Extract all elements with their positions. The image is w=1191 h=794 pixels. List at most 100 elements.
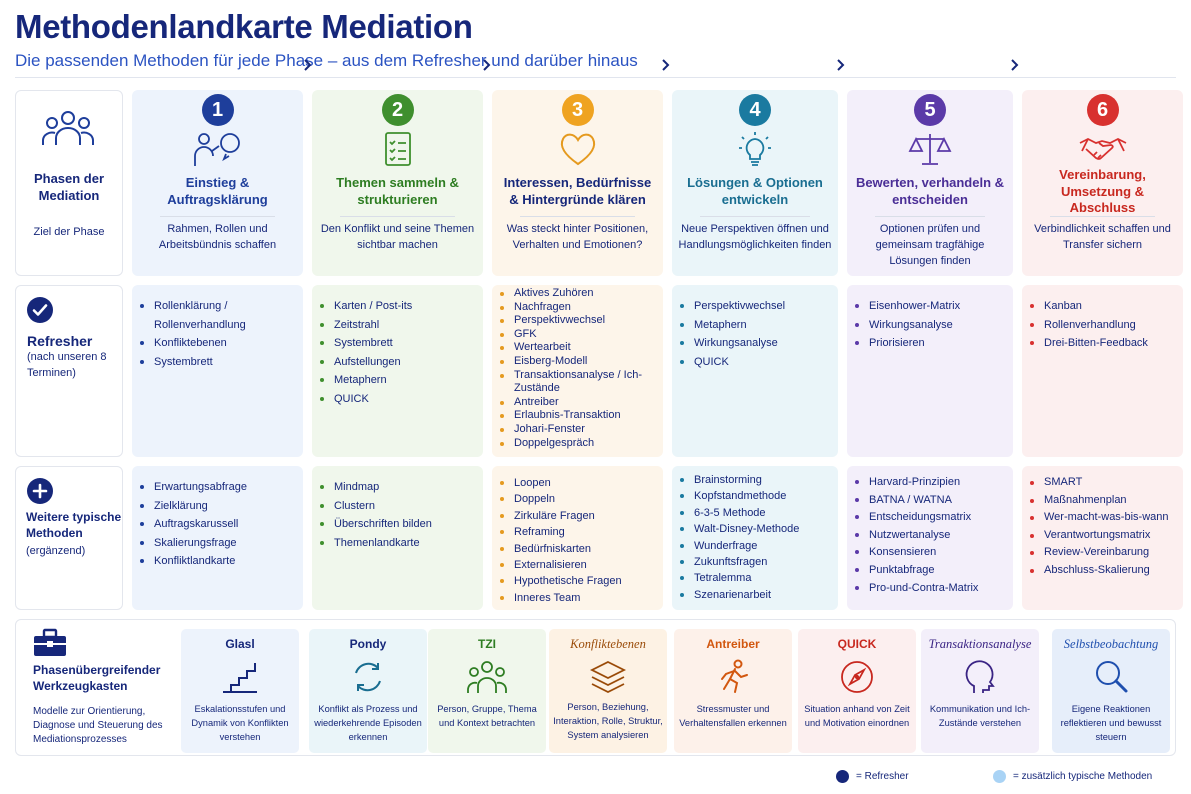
list-item: Zeitstrahl xyxy=(320,316,477,335)
phase-5-number: 5 xyxy=(914,94,946,126)
phase-6-more: SMART Maßnahmenplan Wer-macht-was-bis-wa… xyxy=(1022,466,1183,610)
phase-2-refresher: Karten / Post-its Zeitstrahl Systembrett… xyxy=(312,285,483,457)
list-item: Transaktionsanalyse / Ich-Zustände xyxy=(500,369,657,396)
phase-3-goal: Was steckt hinter Positionen, Verhalten … xyxy=(506,223,649,251)
stairs-icon xyxy=(223,663,257,693)
tool-name: Konfliktebenen xyxy=(570,637,646,651)
list-item: Doppeln xyxy=(500,491,657,507)
phase-5-name: Bewerten, verhandeln & entscheiden xyxy=(855,175,1005,207)
phase-4-number: 4 xyxy=(739,94,771,126)
tool-card-selbstbeobachtung: Selbstbeobachtung Eigene Reaktionen refl… xyxy=(1052,629,1170,753)
list-item: Clustern xyxy=(320,497,477,516)
list-item: Konfliktlandkarte xyxy=(140,552,297,571)
tool-card-pondy: Pondy Konflikt als Prozess und wiederkeh… xyxy=(309,629,427,753)
list-item: Wunderfrage xyxy=(680,538,832,554)
tool-name: Antreiber xyxy=(706,637,760,651)
tool-card-tzi: TZI Person, Gruppe, Thema und Kontext be… xyxy=(428,629,546,753)
list-item: Erwartungsabfrage xyxy=(140,478,297,497)
list-item: Szenarienarbeit xyxy=(680,587,832,603)
list-item: Rollenklärung / Rollenverhandlung xyxy=(140,297,297,334)
header-divider xyxy=(15,77,1176,78)
page-subtitle: Die passenden Methoden für jede Phase – … xyxy=(15,51,638,70)
phase-4-refresher: Perspektivwechsel Metaphern Wirkungsanal… xyxy=(672,285,838,457)
list-item: BATNA / WATNA xyxy=(855,492,1007,510)
list-item: Entscheidungsmatrix xyxy=(855,509,1007,527)
runner-icon xyxy=(721,659,748,693)
phase-2-name: Themen sammeln & strukturieren xyxy=(336,175,459,207)
magnifier-icon xyxy=(1096,661,1128,693)
tool-card-konfliktebenen: Konfliktebenen Person, Beziehung, Intera… xyxy=(549,629,667,753)
tool-name: QUICK xyxy=(837,637,877,651)
phase-3-number: 3 xyxy=(561,94,594,126)
legend-label: = zusätzlich typische Methoden xyxy=(1013,771,1153,783)
row-label-refresher: Refresher (nach unseren 8 Terminen) xyxy=(15,285,123,457)
phases-subheading: Ziel der Phase xyxy=(33,226,105,238)
list-item: SMART xyxy=(1030,474,1177,492)
layers-icon xyxy=(589,660,627,694)
phases-heading: Phasen der Mediation xyxy=(33,171,105,203)
list-item: Zielklärung xyxy=(140,497,297,516)
list-item: Aktives Zuhören xyxy=(500,287,657,301)
phase-4-card: 4 Lösungen & Optionen entwickeln Neue Pe… xyxy=(672,90,838,276)
list-item: Tetralemma xyxy=(680,570,832,586)
list-item: Wirkungsanalyse xyxy=(855,316,1007,335)
toolbox-icon xyxy=(34,628,66,656)
phase-6-goal: Verbindlichkeit schaffen und Transfer si… xyxy=(1034,223,1171,251)
phase-4-goal: Neue Perspektiven öffnen und Handlungsmö… xyxy=(678,223,832,251)
list-item: Externalisieren xyxy=(500,557,657,573)
list-item: Perspektivwechsel xyxy=(500,314,657,328)
list-item: Abschluss-Skalierung xyxy=(1030,562,1177,580)
phase-1-divider xyxy=(160,216,275,217)
list-item: Karten / Post-its xyxy=(320,297,477,316)
list-item: Priorisieren xyxy=(855,334,1007,353)
chevron-right-icon xyxy=(1011,59,1019,71)
list-item: Inneres Team xyxy=(500,590,657,606)
more-heading: Weitere typische Methoden xyxy=(26,510,122,540)
phase-6-name: Vereinbarung, Umsetzung & Abschluss xyxy=(1059,166,1146,216)
list-item: Themenlandkarte xyxy=(320,534,477,553)
list-item: GFK xyxy=(500,328,657,342)
list-item: Wirkungsanalyse xyxy=(680,334,832,353)
chevron-right-icon xyxy=(662,59,670,71)
list-item: Metaphern xyxy=(320,371,477,390)
phase-3-refresher: Aktives Zuhören Nachfragen Perspektivwec… xyxy=(492,285,663,457)
list-item: Maßnahmenplan xyxy=(1030,492,1177,510)
list-item: Verantwortungsmatrix xyxy=(1030,527,1177,545)
tool-description: Eigene Reaktionen reflektieren und bewus… xyxy=(1060,704,1162,742)
scales-icon xyxy=(908,134,952,165)
list-item: Reframing xyxy=(500,524,657,540)
phase-1-number: 1 xyxy=(201,94,234,126)
toolbox-panel: Phasenübergreifender Werkzeugkasten Mode… xyxy=(15,619,1176,756)
phase-4-divider xyxy=(700,216,810,217)
list-item: Doppelgespräch xyxy=(500,437,657,451)
head-profile-icon xyxy=(965,660,995,693)
tool-description: Eskalationsstufen und Dynamik von Konfli… xyxy=(191,704,289,742)
tool-name: Pondy xyxy=(349,637,387,651)
list-item: Nachfragen xyxy=(500,301,657,315)
group-icon xyxy=(467,661,507,693)
lightbulb-icon xyxy=(739,132,771,166)
tool-name: TZI xyxy=(478,637,496,651)
phase-3-more: Loopen Doppeln Zirkuläre Fragen Reframin… xyxy=(492,466,663,610)
phase-2-divider xyxy=(340,216,455,217)
list-item: Eisberg-Modell xyxy=(500,355,657,369)
tool-description: Situation anhand von Zeit und Motivation… xyxy=(804,704,910,728)
phase-6-divider xyxy=(1050,216,1155,217)
phase-6-number: 6 xyxy=(1086,94,1119,126)
list-item: Review-Vereinbarung xyxy=(1030,544,1177,562)
list-item: Kopfstandmethode xyxy=(680,488,832,504)
people-dialog-icon xyxy=(193,133,240,166)
phase-5-more: Harvard-Prinzipien BATNA / WATNA Entsche… xyxy=(847,466,1013,610)
phase-5-refresher: Eisenhower-Matrix Wirkungsanalyse Priori… xyxy=(847,285,1013,457)
phase-5-card: 5 Bewerten, verhandeln & entscheiden Opt… xyxy=(847,90,1013,276)
list-item: QUICK xyxy=(320,390,477,409)
list-item: Konsensieren xyxy=(855,544,1007,562)
toolbox-heading: Phasenübergreifender Werkzeugkasten xyxy=(33,663,161,694)
tool-description: Person, Beziehung, Interaktion, Rolle, S… xyxy=(553,702,663,740)
list-item: Perspektivwechsel xyxy=(680,297,832,316)
page-title: Methodenlandkarte Mediation xyxy=(15,8,473,45)
tool-card-glasl: Glasl Eskalationsstufen und Dynamik von … xyxy=(181,629,299,753)
phase-4-name: Lösungen & Optionen entwickeln xyxy=(687,175,823,207)
phase-1-name: Einstieg & Auftragsklärung xyxy=(167,175,268,207)
list-item: Zirkuläre Fragen xyxy=(500,508,657,524)
